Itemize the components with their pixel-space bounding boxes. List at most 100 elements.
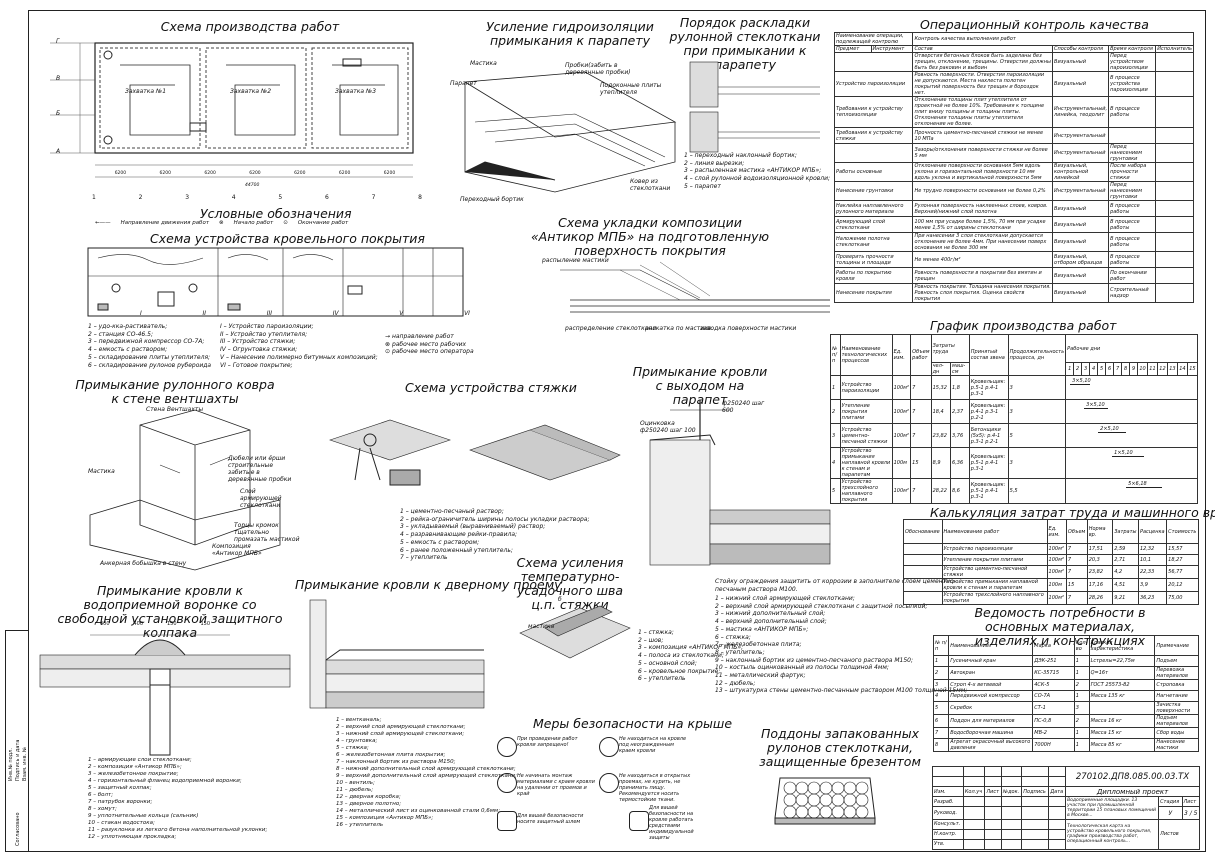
note-text: рабочее место оператора <box>391 348 474 356</box>
note: 7 – наклонный бортик из раствора М150; <box>336 759 456 765</box>
schedule-head: Продолжительность процесса, дн <box>1007 334 1067 376</box>
schedule-bar: 2×5,10 <box>1098 426 1127 433</box>
materials-cell: 6 <box>932 714 950 728</box>
schedule-cell: 8,6 <box>950 478 970 504</box>
note: 14 – металлический лист из оцинкованной … <box>336 808 500 814</box>
axis-row-label: В <box>56 75 61 82</box>
stamp-cell <box>1000 796 1023 808</box>
schedule-cell: 7 <box>910 375 932 400</box>
side-stamp-cell: Подпись и дата <box>15 739 21 781</box>
labor-row: Устройство примыкания наплавной кровли к… <box>903 578 1199 592</box>
stamp-cell <box>984 818 1002 830</box>
schedule-cell: 3 <box>1007 447 1067 479</box>
note: 11 – разуклонка из легкого бетона наполн… <box>88 827 268 833</box>
note: 15 – композиция «Антикор МПБ»; <box>336 815 434 821</box>
joint-label: б <box>558 596 562 603</box>
schedule-bar-cell: 1×5,10 <box>1065 447 1198 479</box>
note: 13 – дверное полотно; <box>336 801 402 807</box>
schedule-cell: 100м² <box>891 399 912 424</box>
dim-label: 400 <box>133 621 144 627</box>
quality-row: Зазоры/отклонения поверхности стяжки не … <box>833 143 1194 163</box>
note: 6 – складирование рулонов рубероида <box>88 361 212 369</box>
labor-cell: 2,71 <box>1112 554 1139 566</box>
labor-cell: 12,32 <box>1137 543 1168 555</box>
materials-cell: 2 <box>932 666 950 680</box>
waterproof-label: Пробки(забить в деревянные пробки) <box>565 62 631 76</box>
labor-cell: 15 <box>1065 578 1088 592</box>
labor-cell: 2,59 <box>1112 543 1139 555</box>
stamp-sheet-no: 3 <box>1184 809 1188 817</box>
quality-cell: В процессе работы <box>1108 232 1157 252</box>
labor-head: Затраты <box>1112 519 1139 544</box>
day-header: 5 <box>1097 362 1107 376</box>
side-stamp-cell: Взам. инв. № <box>22 747 28 781</box>
materials-cell: 4 <box>932 690 950 702</box>
safety-sign-icon <box>497 773 517 793</box>
safety-item: Для вашей безопасности на кровле работат… <box>649 805 694 841</box>
quality-cell: Визуальный <box>1052 71 1110 97</box>
side-stamp-cell: Инв.№ подл. <box>8 748 14 781</box>
materials-cell: Q=16т <box>1088 666 1156 680</box>
note: 12 – уплотняющая прокладка; <box>88 834 177 840</box>
note: 8 – нижний дополнительный слой армирующе… <box>336 766 516 772</box>
waterproof-notes: 1 – переходный наклонный бортик; 2 – лин… <box>684 152 830 191</box>
materials-cell: Агрегат окрасочный высокого давления <box>948 738 1034 752</box>
vent-label: Мастика <box>88 468 115 475</box>
note-text: рабочее место рабочих <box>391 340 467 348</box>
note: 6 – стяжка; <box>715 633 751 641</box>
quality-cell: По окончании работ <box>1108 267 1157 284</box>
stamp-cell <box>1048 838 1067 851</box>
side-stamp-cell: Согласовано <box>15 812 21 846</box>
pallets-drawing <box>774 777 876 825</box>
quality-cell <box>1155 143 1194 163</box>
parapet-exit-drawing <box>649 400 831 566</box>
stamp-sheet: 3 / 5 <box>1181 806 1200 820</box>
safety-sign-icon <box>497 811 517 831</box>
safety-sign-icon <box>599 773 619 793</box>
labor-cell: 100м² <box>1046 591 1067 605</box>
day-header: 8 <box>1121 362 1131 376</box>
note: 2 – верхний слой армирующей стеклоткани; <box>336 724 466 730</box>
schedule-cell: 100м² <box>891 375 912 400</box>
note: 6 – утеплитель <box>638 675 686 683</box>
dim-label: 150 <box>166 621 177 627</box>
materials-cell: 2 <box>1073 679 1090 691</box>
labor-cell: 23,82 <box>1086 565 1114 579</box>
note: III – Устройство стяжки; <box>220 338 296 346</box>
materials-cell: Поддон для материалов <box>948 714 1034 728</box>
materials-cell: КС-35715 <box>1032 666 1075 680</box>
quality-cell: Не менее 400г/м² <box>912 251 1054 268</box>
axis-col-label: 4 <box>231 194 236 201</box>
day-header: 9 <box>1129 362 1139 376</box>
safety-sign-icon <box>497 737 517 757</box>
schedule-cell: 5,5 <box>1007 478 1067 504</box>
safety-grid: При проведении работ кровли запрещено! Н… <box>495 733 695 841</box>
materials-cell: Строповка <box>1154 679 1199 691</box>
end-icon: ⊙ <box>283 220 288 226</box>
note: 3 – нижний дополнительный слой; <box>715 610 826 618</box>
quality-row: Отверстия бетонных блоков быть заделаны … <box>833 52 1194 72</box>
stamp-cell <box>984 776 1002 788</box>
labor-head: Наименование работ <box>941 519 1048 544</box>
stamp-head: Дата <box>1048 786 1067 798</box>
stamp-cell <box>1048 806 1067 820</box>
labor-cell: 20,12 <box>1166 578 1199 592</box>
axis-row-label: А <box>56 148 61 155</box>
quality-cell <box>1155 283 1194 303</box>
note: ⊗ рабочее место рабочих <box>385 340 467 348</box>
stamp-cell <box>984 806 1002 820</box>
zone-label: V <box>399 310 404 317</box>
stamp-cell <box>1000 765 1023 778</box>
materials-head: № п/п <box>932 635 950 656</box>
materials-cell: Гусеничный кран <box>948 655 1034 667</box>
roof-scheme-title: Схема устройства кровельного покрытия <box>150 231 425 246</box>
